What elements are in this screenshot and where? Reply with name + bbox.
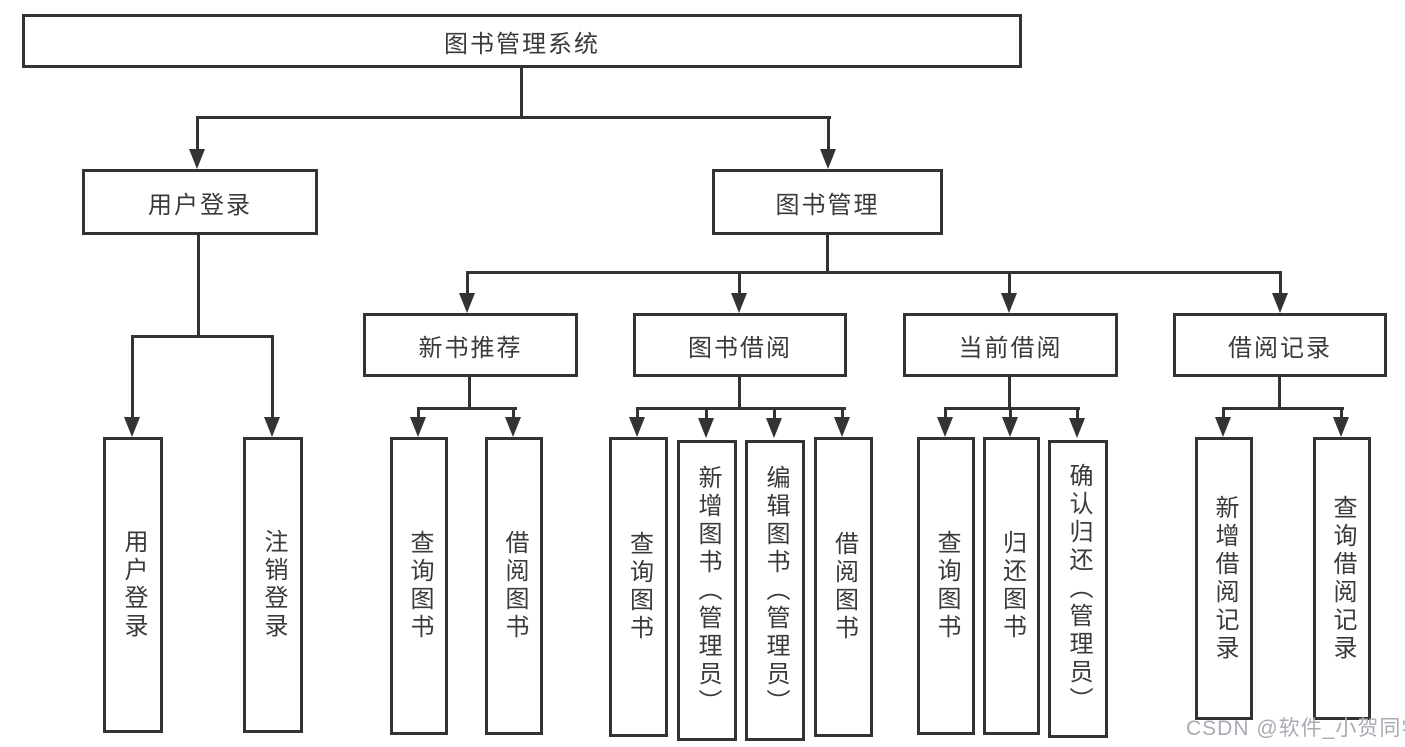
node-current-borrowing: 当前借阅 xyxy=(903,313,1118,377)
arrow-down-icon xyxy=(629,417,645,437)
arrow-down-icon xyxy=(410,417,426,437)
connector-line xyxy=(271,335,274,419)
arrow-down-icon xyxy=(459,293,475,313)
connector-line xyxy=(1008,377,1011,409)
node-book-management: 图书管理 xyxy=(712,169,943,235)
arrow-down-icon xyxy=(1215,417,1231,437)
leaf-query-borrow-record: 查询借阅记录 xyxy=(1313,437,1371,720)
connector-line xyxy=(417,407,420,419)
leaf-query-books-current: 查询图书 xyxy=(917,437,975,735)
connector-line xyxy=(417,407,517,410)
connector-line xyxy=(1222,407,1225,419)
connector-line xyxy=(636,407,846,410)
arrow-down-icon xyxy=(766,418,782,438)
leaf-user-login: 用户登录 xyxy=(103,437,163,733)
connector-line xyxy=(773,407,776,419)
leaf-query-books-borrow: 查询图书 xyxy=(609,437,668,737)
connector-line xyxy=(512,407,515,419)
arrow-down-icon xyxy=(731,293,747,313)
connector-line xyxy=(466,271,469,295)
connector-line xyxy=(1279,271,1282,295)
arrow-down-icon xyxy=(1002,417,1018,437)
leaf-add-borrow-record: 新增借阅记录 xyxy=(1195,437,1253,720)
node-user-login: 用户登录 xyxy=(82,169,318,235)
arrow-down-icon xyxy=(937,417,953,437)
leaf-return-books: 归还图书 xyxy=(983,437,1040,735)
leaf-edit-book-admin: 编辑图书（管理员） xyxy=(745,440,805,741)
connector-line xyxy=(705,407,708,419)
leaf-borrow-books-recommend: 借阅图书 xyxy=(485,437,543,735)
arrow-down-icon xyxy=(1001,293,1017,313)
leaf-logout: 注销登录 xyxy=(243,437,303,733)
connector-line xyxy=(1009,407,1012,419)
connector-line xyxy=(1222,407,1344,410)
watermark: CSDN @软件_小贺同学 xyxy=(1186,717,1405,740)
arrow-down-icon xyxy=(1069,418,1085,438)
connector-line xyxy=(827,116,830,151)
connector-line xyxy=(196,116,831,119)
node-book-borrowing: 图书借阅 xyxy=(633,313,847,377)
connector-line xyxy=(738,377,741,409)
connector-line xyxy=(197,235,200,337)
connector-line xyxy=(1340,407,1343,419)
connector-line xyxy=(636,407,639,419)
connector-line xyxy=(131,335,134,419)
connector-line xyxy=(1278,377,1281,409)
arrow-down-icon xyxy=(1272,293,1288,313)
connector-line xyxy=(826,235,829,273)
arrow-down-icon xyxy=(505,417,521,437)
arrow-down-icon xyxy=(698,418,714,438)
arrow-down-icon xyxy=(820,149,836,169)
arrow-down-icon xyxy=(124,417,140,437)
arrow-down-icon xyxy=(1333,417,1349,437)
leaf-query-books-recommend: 查询图书 xyxy=(390,437,448,735)
node-borrowing-records: 借阅记录 xyxy=(1173,313,1387,377)
connector-line xyxy=(944,407,1080,410)
node-library-system: 图书管理系统 xyxy=(22,14,1022,68)
connector-line xyxy=(468,377,471,409)
connector-line xyxy=(1008,271,1011,295)
connector-line xyxy=(466,271,1282,274)
connector-line xyxy=(841,407,844,419)
leaf-borrow-books-borrow: 借阅图书 xyxy=(814,437,873,737)
leaf-add-book-admin: 新增图书（管理员） xyxy=(677,440,737,741)
arrow-down-icon xyxy=(834,417,850,437)
connector-line xyxy=(738,271,741,295)
node-new-book-recommend: 新书推荐 xyxy=(363,313,578,377)
connector-line xyxy=(520,66,523,118)
connector-line xyxy=(1076,407,1079,419)
arrow-down-icon xyxy=(189,149,205,169)
arrow-down-icon xyxy=(264,417,280,437)
connector-line xyxy=(944,407,947,419)
leaf-confirm-return-admin: 确认归还（管理员） xyxy=(1048,440,1108,738)
connector-line xyxy=(196,116,199,151)
connector-line xyxy=(131,335,274,338)
